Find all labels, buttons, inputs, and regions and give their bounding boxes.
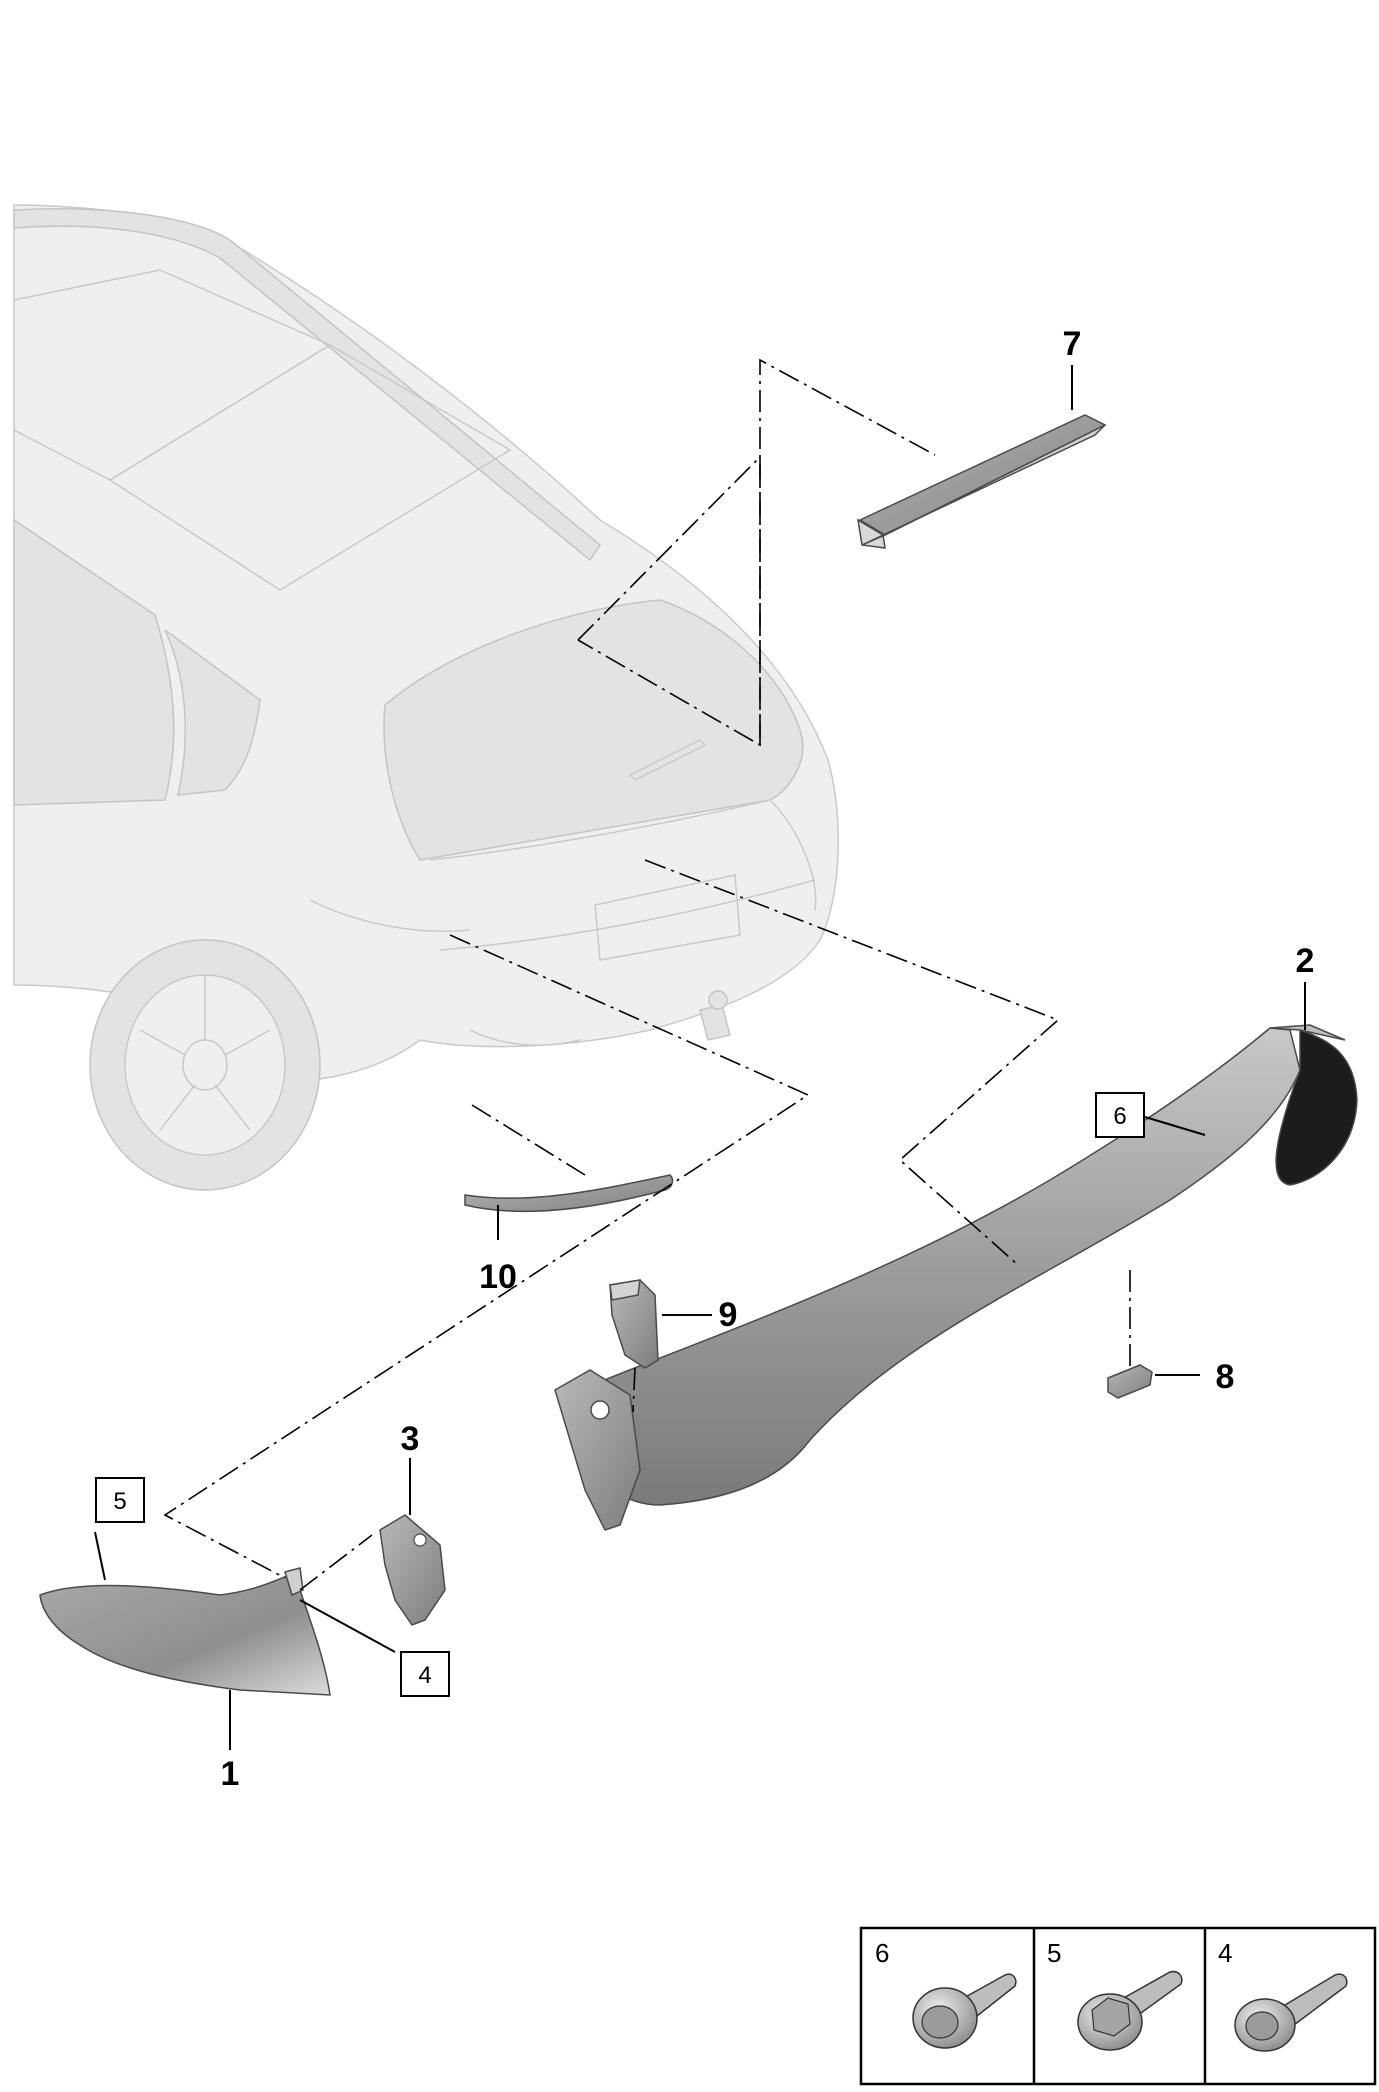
callout-1: 1 [221,1755,240,1793]
boxed-callout-4: 4 [400,1651,450,1697]
callout-10: 10 [479,1258,517,1296]
svg-text:5: 5 [113,1488,126,1515]
callout-9: 9 [719,1296,738,1334]
assembly-lines [163,358,1131,1591]
vehicle-ghost-illustration [13,204,840,1191]
boxed-callout-6: 6 [1095,1092,1145,1138]
hex-flange-bolt-icon [1077,1970,1183,2051]
callout-2: 2 [1296,942,1315,980]
svg-text:5: 5 [1047,1938,1061,1968]
part-2-rear-bumper-carrier [554,1024,1358,1531]
svg-text:4: 4 [1218,1938,1232,1968]
part-1-bumper-corner-cover [39,1567,331,1696]
flange-bolt-with-washer-icon [912,1973,1017,2049]
boxed-callout-5: 5 [95,1477,145,1523]
bolt-with-washer-icon [1234,1973,1348,2052]
part-8-clip [1107,1364,1153,1399]
legend-cell-4: 4 [1218,1938,1348,2052]
leader-lines [94,365,1306,1750]
part-9-bracket [609,1279,659,1369]
svg-text:6: 6 [1113,1103,1126,1130]
callout-labels: 7 2 10 9 8 3 1 [221,325,1315,1793]
callout-7: 7 [1063,325,1082,363]
part-3-corner-bracket [379,1514,446,1626]
part-7-brake-light-strip [857,414,1107,549]
legend-cell-6: 6 [875,1938,1017,2049]
legend-cell-5: 5 [1047,1938,1183,2051]
callout-8: 8 [1216,1358,1235,1396]
fastener-legend: 6 5 4 [859,1926,1377,2086]
svg-text:4: 4 [418,1662,431,1689]
svg-text:6: 6 [875,1938,889,1968]
part-10-trim-strip [464,1174,674,1213]
callout-3: 3 [401,1420,420,1458]
